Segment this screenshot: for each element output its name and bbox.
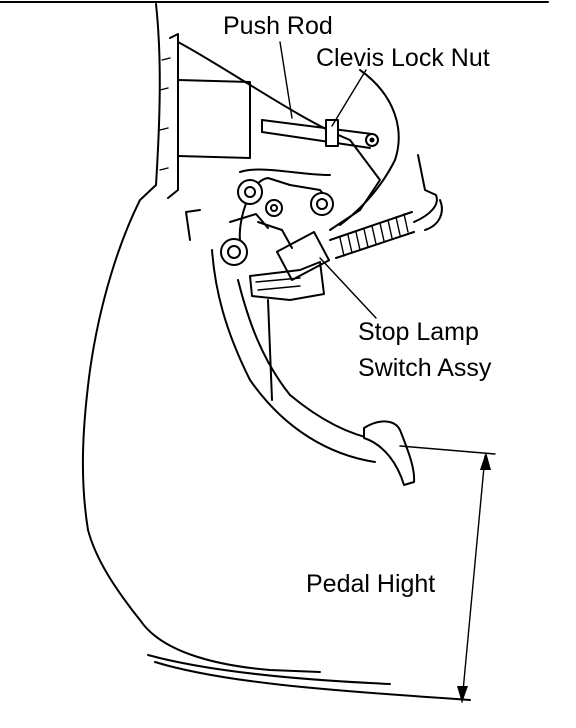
push-rod	[261, 119, 373, 149]
linkage-edge	[185, 209, 201, 241]
firewall-panel	[81, 3, 471, 701]
stop-lamp-switch-leader	[319, 257, 377, 319]
label-pedal-height: Pedal Hight	[306, 570, 435, 598]
push-rod-leader	[279, 41, 293, 119]
label-push-rod: Push Rod	[223, 12, 333, 40]
label-clevis-lock-nut: Clevis Lock Nut	[316, 44, 490, 72]
pedal-bracket	[177, 41, 400, 231]
pedal-pad	[363, 420, 416, 486]
label-stop-lamp: Stop Lamp	[358, 318, 479, 346]
stop-lamp-switch	[229, 213, 331, 301]
label-switch-assy: Switch Assy	[358, 354, 492, 382]
pivot-bolts	[220, 179, 334, 266]
leader-lines	[279, 41, 377, 319]
pedal-height-dimension	[399, 445, 496, 703]
clevis-lock-nut-leader	[331, 69, 367, 127]
return-spring	[329, 154, 443, 259]
clevis-lock-nut	[325, 119, 379, 147]
